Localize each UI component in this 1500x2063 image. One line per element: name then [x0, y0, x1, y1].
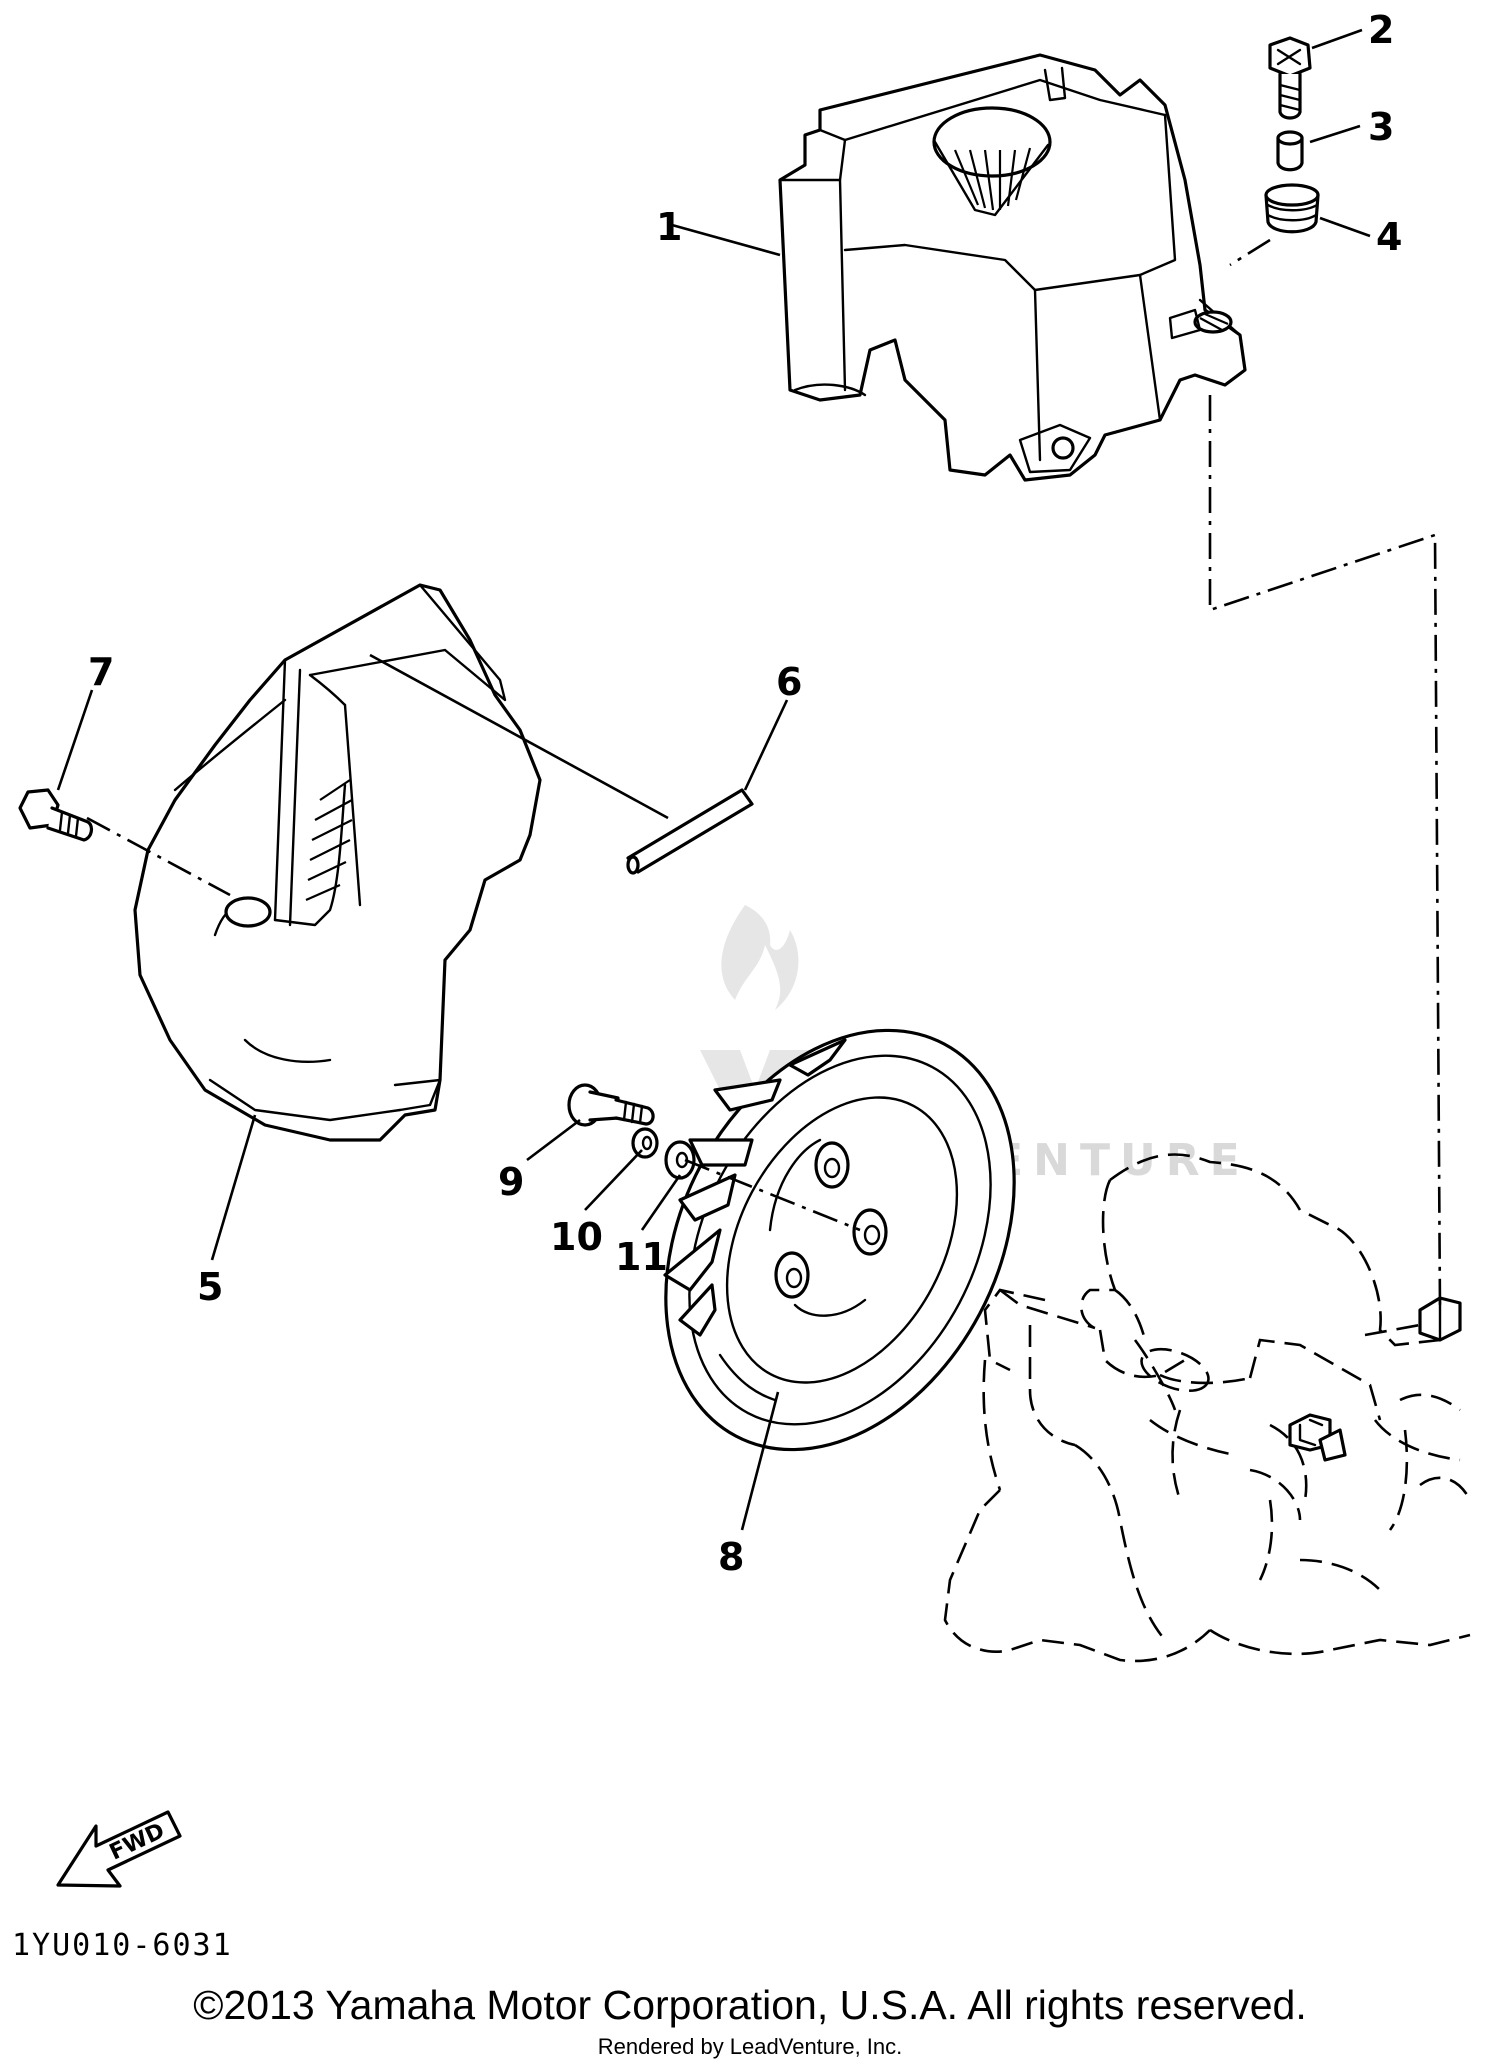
part-8-flywheel-fan [663, 1028, 1016, 1452]
engine-crankcase-outline [943, 1153, 1472, 1663]
callout-9: 9 [498, 1160, 524, 1204]
callout-leaders [56, 28, 1371, 1531]
part-9-bolt [567, 1083, 655, 1127]
callout-3: 3 [1368, 105, 1394, 149]
part-2-bolt [1268, 36, 1312, 120]
callout-4: 4 [1376, 215, 1402, 259]
part-10-washer [631, 1127, 659, 1159]
part-1-cylinder-shroud [778, 53, 1247, 482]
part-4-grommet [1264, 183, 1320, 234]
diagram-code: 1YU010-6031 [12, 1928, 233, 1963]
alignment-lines [86, 238, 1442, 1311]
part-3-collar [1276, 130, 1304, 172]
callout-2: 2 [1368, 8, 1394, 52]
rendered-by-text: Rendered by LeadVenture, Inc. [597, 2034, 903, 2059]
part-11-washer [664, 1140, 696, 1180]
callout-11: 11 [615, 1235, 668, 1279]
callout-1: 1 [656, 205, 682, 249]
part-7-bolt [18, 788, 94, 842]
callout-8: 8 [718, 1535, 744, 1579]
callout-6: 6 [776, 660, 802, 704]
callout-5: 5 [197, 1265, 223, 1309]
part-6-pin [626, 788, 754, 875]
callout-10: 10 [550, 1215, 603, 1259]
fwd-arrow-icon: FWD [56, 1810, 182, 1888]
callout-7: 7 [88, 650, 114, 694]
part-5-fan-housing [133, 583, 542, 1142]
copyright-notice: ©2013 Yamaha Motor Corporation, U.S.A. A… [193, 1982, 1307, 2028]
callout-numbers: 1 2 3 4 5 6 7 8 9 10 11 [88, 8, 1402, 1579]
